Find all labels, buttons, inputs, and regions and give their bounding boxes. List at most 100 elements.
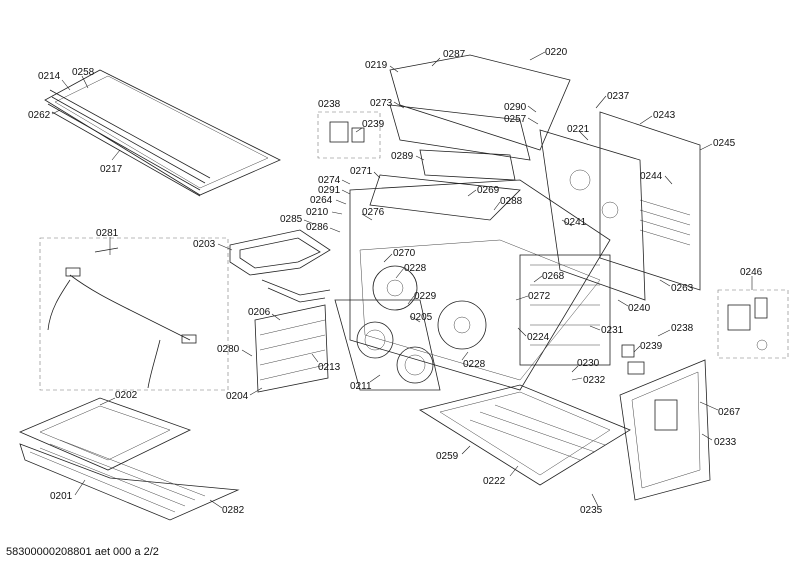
- callout-0210: 0210: [306, 207, 343, 218]
- callout-0232: 0232: [571, 375, 606, 386]
- callout-0258: 0258: [72, 67, 95, 89]
- callout-0245: 0245: [699, 138, 736, 151]
- callout-0280: 0280: [217, 344, 253, 357]
- svg-text:0245: 0245: [713, 138, 736, 149]
- callout-0201: 0201: [50, 479, 86, 502]
- svg-text:0286: 0286: [306, 222, 329, 233]
- trim-strip-assembly: [44, 69, 281, 197]
- small-parts-box-right: [717, 289, 789, 359]
- svg-text:0217: 0217: [100, 164, 123, 175]
- svg-text:0228: 0228: [463, 359, 486, 370]
- callout-0273: 0273: [370, 98, 405, 109]
- svg-text:0241: 0241: [564, 217, 587, 228]
- svg-text:0282: 0282: [222, 505, 245, 516]
- callout-0257: 0257: [504, 114, 539, 125]
- callout-0203: 0203: [193, 239, 233, 251]
- svg-text:0290: 0290: [504, 102, 527, 113]
- svg-text:0267: 0267: [718, 407, 741, 418]
- svg-text:0232: 0232: [583, 375, 606, 386]
- callout-0224: 0224: [517, 327, 550, 343]
- callout-0270: 0270: [383, 248, 416, 263]
- svg-text:0268: 0268: [542, 271, 565, 282]
- callout-0228-upper: 0228: [395, 263, 427, 279]
- oven-cavity: [349, 179, 611, 391]
- svg-text:0201: 0201: [50, 491, 73, 502]
- svg-text:0235: 0235: [580, 505, 603, 516]
- svg-text:0257: 0257: [504, 114, 527, 125]
- callout-0272: 0272: [515, 291, 551, 302]
- callout-0231: 0231: [589, 325, 624, 336]
- svg-text:0243: 0243: [653, 110, 676, 121]
- svg-text:0206: 0206: [248, 307, 271, 318]
- callout-0264: 0264: [310, 195, 347, 206]
- svg-text:0263: 0263: [671, 283, 694, 294]
- callout-labels: 0214 0258 0262 0217 0281 0202 0201 0282 …: [28, 47, 763, 516]
- callout-0262: 0262: [28, 109, 61, 121]
- callout-0221: 0221: [567, 124, 590, 141]
- svg-text:0273: 0273: [370, 98, 393, 109]
- callout-0213: 0213: [311, 353, 341, 373]
- svg-text:0222: 0222: [483, 476, 506, 487]
- svg-text:0272: 0272: [528, 291, 551, 302]
- callout-0289: 0289: [391, 151, 425, 162]
- svg-text:0228: 0228: [404, 263, 427, 274]
- svg-text:0202: 0202: [115, 390, 138, 401]
- callout-0271: 0271: [350, 166, 381, 179]
- svg-text:0213: 0213: [318, 362, 341, 373]
- svg-text:0238: 0238: [671, 323, 694, 334]
- callout-0238-lower: 0238: [657, 323, 694, 337]
- svg-text:0240: 0240: [628, 303, 651, 314]
- svg-text:0259: 0259: [436, 451, 459, 462]
- callout-0202: 0202: [99, 390, 138, 406]
- callout-0219: 0219: [365, 60, 399, 73]
- callout-0238-top: 0238: [318, 99, 341, 110]
- callout-0204: 0204: [226, 387, 263, 402]
- svg-text:0288: 0288: [500, 196, 523, 207]
- callout-0217: 0217: [100, 149, 123, 175]
- callout-0222: 0222: [483, 465, 519, 487]
- callout-0237: 0237: [595, 91, 630, 109]
- svg-text:0289: 0289: [391, 151, 414, 162]
- callout-0290: 0290: [504, 102, 537, 113]
- svg-text:0258: 0258: [72, 67, 95, 78]
- callout-0267: 0267: [699, 401, 741, 418]
- callout-0285: 0285: [280, 214, 315, 225]
- document-code: 58300000208801 aet 000 a 2/2: [6, 546, 159, 558]
- svg-text:0233: 0233: [714, 437, 737, 448]
- svg-text:0280: 0280: [217, 344, 240, 355]
- bottom-frame: [418, 384, 631, 486]
- callout-0239-top: 0239: [355, 119, 385, 133]
- svg-text:0244: 0244: [640, 171, 663, 182]
- wiring-harness-box: [39, 237, 229, 391]
- heating-element: [229, 229, 331, 303]
- svg-text:0204: 0204: [226, 391, 249, 402]
- callout-0205: 0205: [409, 312, 433, 323]
- callout-0211: 0211: [350, 374, 381, 392]
- svg-text:0229: 0229: [414, 291, 437, 302]
- svg-text:0264: 0264: [310, 195, 333, 206]
- svg-text:0271: 0271: [350, 166, 373, 177]
- top-cover-assembly: [369, 54, 571, 221]
- svg-text:0224: 0224: [527, 332, 550, 343]
- svg-text:0230: 0230: [577, 358, 600, 369]
- callout-0274: 0274: [318, 175, 351, 186]
- callout-0220: 0220: [529, 47, 568, 61]
- callout-0281: 0281: [96, 228, 119, 255]
- svg-text:0291: 0291: [318, 185, 341, 196]
- svg-text:0276: 0276: [362, 207, 385, 218]
- callout-0239-lower: 0239: [633, 341, 663, 353]
- rear-frame: [539, 129, 646, 301]
- svg-text:0220: 0220: [545, 47, 568, 58]
- callout-0241: 0241: [561, 217, 587, 228]
- callout-0230: 0230: [571, 358, 600, 373]
- callout-0206: 0206: [248, 307, 281, 321]
- callout-0276: 0276: [361, 207, 385, 221]
- callout-0268: 0268: [533, 271, 565, 283]
- svg-text:0287: 0287: [443, 49, 466, 60]
- callout-0287: 0287: [431, 49, 466, 67]
- callout-0288: 0288: [493, 196, 523, 211]
- callout-0214: 0214: [38, 71, 71, 91]
- svg-text:0274: 0274: [318, 175, 341, 186]
- callout-0228-lower: 0228: [461, 351, 486, 370]
- side-rack-panel: [254, 304, 329, 393]
